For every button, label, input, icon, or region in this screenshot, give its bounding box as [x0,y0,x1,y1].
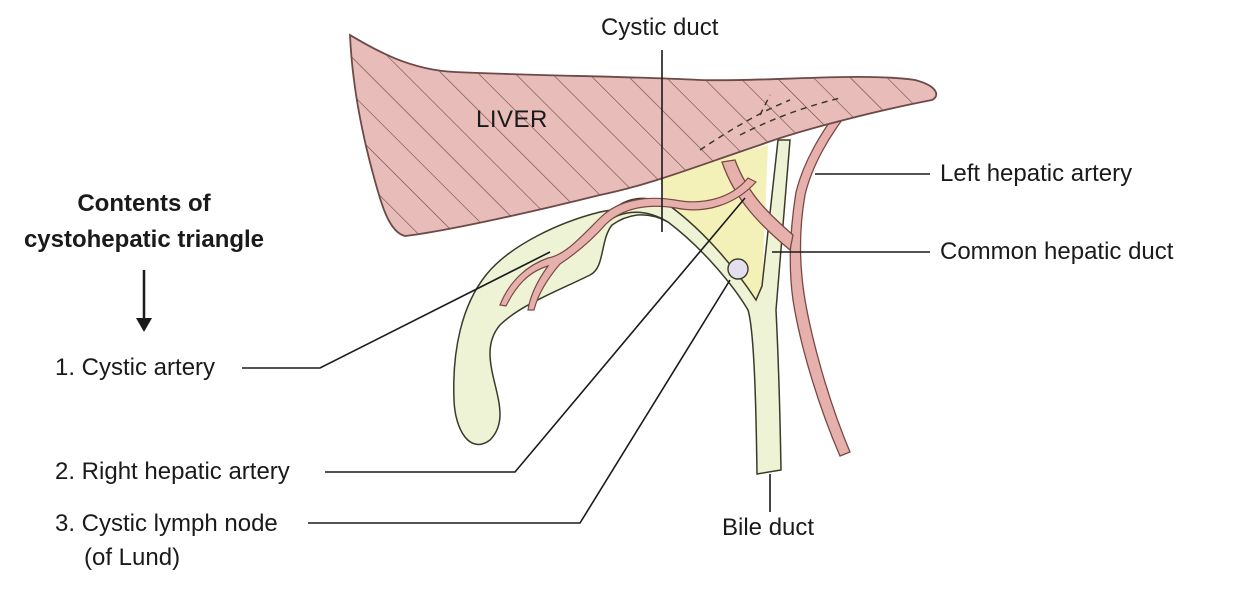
cystic-artery [499,177,757,311]
right-hepatic-artery-label: 2. Right hepatic artery [55,458,290,485]
left-hepatic-artery-label: Left hepatic artery [940,160,1133,187]
left-hepatic-artery [789,109,851,457]
cystic-lymph-node-label: 3. Cystic lymph node [55,510,278,537]
cystic-lymph-node-label-sub: (of Lund) [84,544,181,571]
leader-lines [242,50,930,524]
right-hepatic-artery [721,159,794,252]
heading-line-1: Contents of [77,190,211,217]
cystic-artery-label: 1. Cystic artery [55,354,216,381]
diagram-heading: Contents of cystohepatic triangle [0,186,288,258]
hidden-duct-dashes [699,94,841,151]
cystic-duct-label: Cystic duct [601,14,719,41]
bile-duct [599,139,791,475]
leader-cystic-artery [242,251,551,369]
leader-cystic-lymph-node [308,279,731,524]
heading-line-2: cystohepatic triangle [23,226,265,253]
bile-duct-label: Bile duct [722,514,815,541]
leader-right-hepatic-artery [325,197,746,473]
cystic-lymph-node [727,258,749,280]
common-hepatic-duct-label: Common hepatic duct [940,238,1174,265]
down-arrow-icon [136,270,152,332]
liver-label: LIVER [476,106,548,133]
